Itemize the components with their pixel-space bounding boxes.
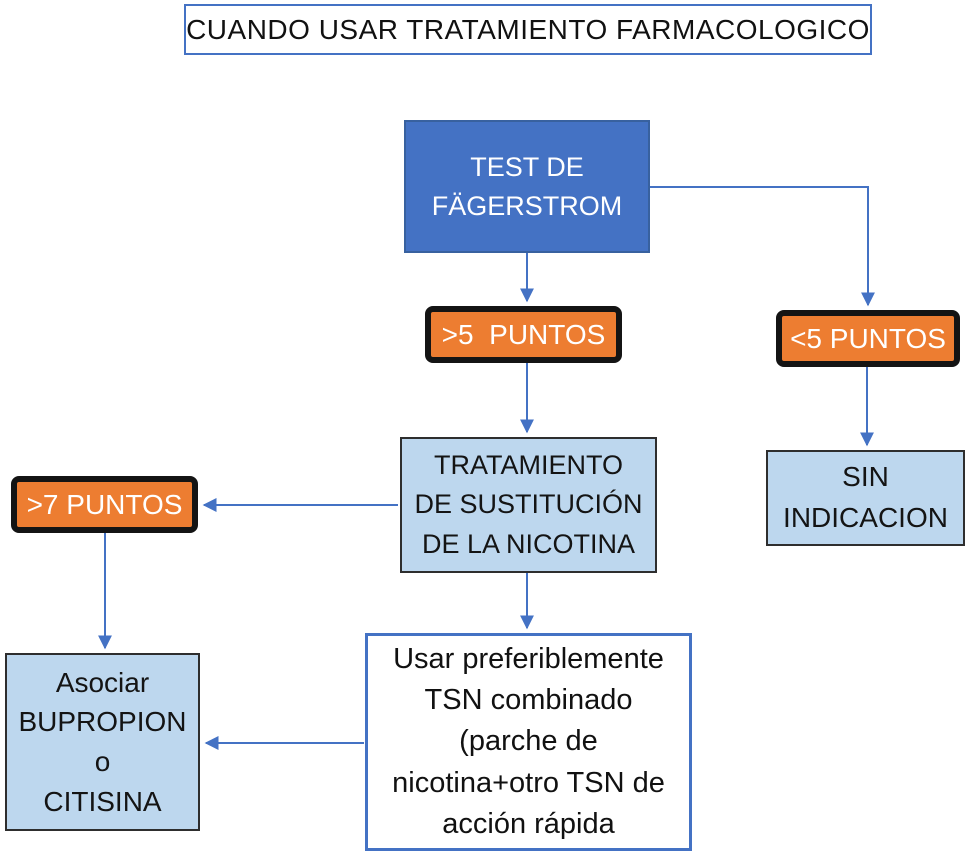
node-gt5-puntos: >5 PUNTOS [425, 306, 622, 363]
node-lt5-puntos: <5 PUNTOS [776, 310, 960, 367]
node-gt7-puntos: >7 PUNTOS [11, 476, 198, 533]
diagram-title: CUANDO USAR TRATAMIENTO FARMACOLOGICO [184, 4, 872, 55]
node-tratamiento-sustitucion-nicotina: TRATAMIENTO DE SUSTITUCIÓN DE LA NICOTIN… [400, 437, 657, 573]
node-sin-indicacion: SIN INDICACION [766, 450, 965, 546]
arrow-test-to-lt5 [650, 186, 875, 307]
node-asociar-bupropion-citisina: Asociar BUPROPION o CITISINA [5, 653, 200, 831]
node-test-fagerstrom: TEST DE FÄGERSTROM [404, 120, 650, 253]
node-usar-tsn-combinado: Usar preferiblemente TSN combinado (parc… [365, 633, 692, 851]
